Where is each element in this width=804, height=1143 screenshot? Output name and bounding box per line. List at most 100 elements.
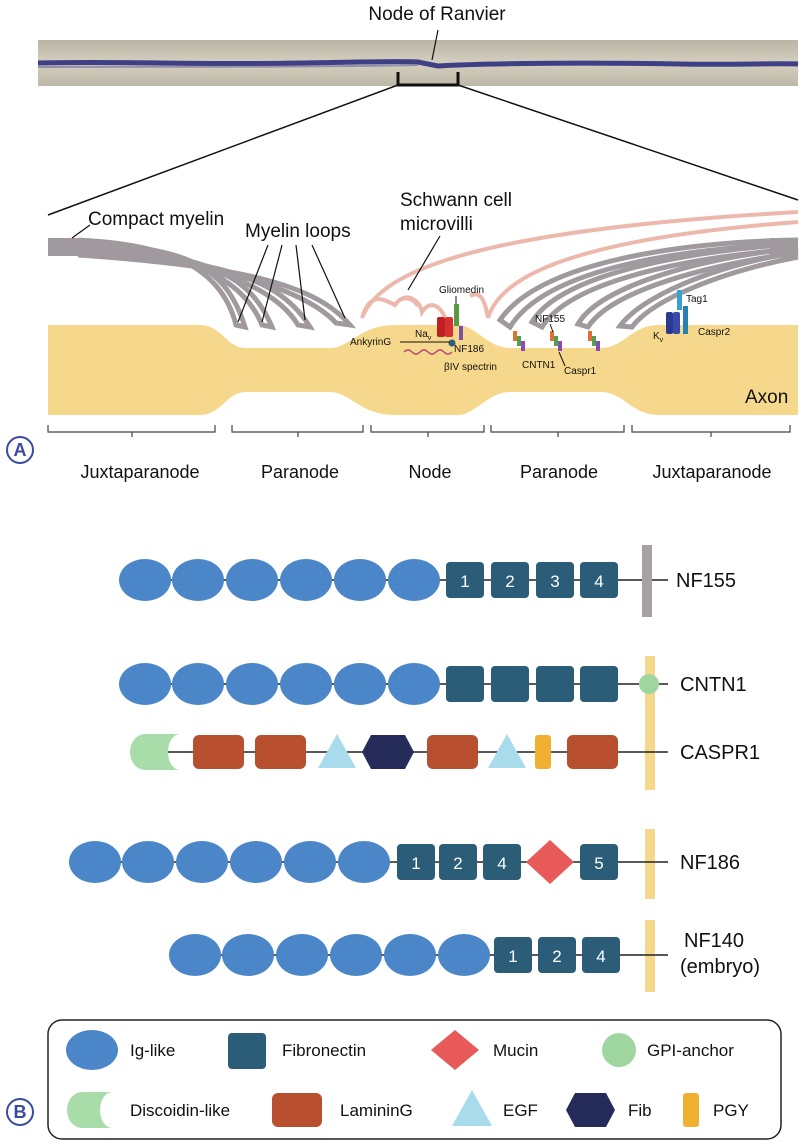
ig-like-icon xyxy=(66,1030,118,1070)
legend-label: GPI-anchor xyxy=(647,1041,734,1060)
svg-text:4: 4 xyxy=(497,854,506,873)
region-label: Juxtaparanode xyxy=(80,462,199,482)
biv-spectrin-label: βIV spectrin xyxy=(444,362,497,373)
fibronectin-domain xyxy=(536,666,574,702)
ig-like-domain xyxy=(176,841,228,883)
region-label: Paranode xyxy=(261,462,339,482)
laminin-g-domain xyxy=(427,735,478,769)
axon-label: Axon xyxy=(745,387,788,408)
gpi-anchor-icon xyxy=(602,1033,636,1067)
protein-label-nf186: NF186 xyxy=(680,852,740,874)
ig-like-domain xyxy=(119,559,171,601)
caspr1-domain-map xyxy=(130,734,668,770)
protein-label-cntn1: CNTN1 xyxy=(680,674,747,696)
pgy-domain xyxy=(535,735,551,769)
nf186-shape xyxy=(459,326,463,340)
ig-like-domain xyxy=(122,841,174,883)
svg-text:3: 3 xyxy=(550,572,559,591)
membrane-strip xyxy=(645,829,655,899)
egf-icon xyxy=(452,1090,492,1126)
cntn1-domain-map xyxy=(119,663,668,705)
schwann-microvilli xyxy=(360,210,799,319)
membrane-strip xyxy=(645,920,655,992)
caspr2-label: Caspr2 xyxy=(698,327,731,338)
zoom-line-right xyxy=(457,84,799,201)
fib-icon xyxy=(566,1093,615,1127)
legend-label: Ig-like xyxy=(130,1041,175,1060)
node-pointer xyxy=(431,29,439,61)
compact-myelin-label: Compact myelin xyxy=(88,209,224,230)
fibronectin-domain xyxy=(446,562,484,598)
fibronectin-domain xyxy=(536,562,574,598)
fibronectin-domain xyxy=(582,937,620,973)
pgy-icon xyxy=(683,1093,699,1127)
panel-b: 1 2 3 4 NF155 CNTN1 xyxy=(6,545,782,1140)
ig-like-domain xyxy=(388,559,440,601)
legend-label: Fibronectin xyxy=(282,1041,366,1060)
legend-label: Mucin xyxy=(493,1041,538,1060)
ig-like-domain xyxy=(334,663,386,705)
svg-text:2: 2 xyxy=(552,947,561,966)
panel-a: Node of Ranvier Axon Compact myelin Myel… xyxy=(6,4,799,482)
fibronectin-domain xyxy=(439,844,477,880)
ig-like-domain xyxy=(172,663,224,705)
svg-text:1: 1 xyxy=(460,572,469,591)
nav-label: Nav xyxy=(415,329,432,342)
nf155-anchor xyxy=(642,545,652,617)
fibronectin-domain xyxy=(483,844,521,880)
egf-domain xyxy=(488,734,526,768)
svg-text:4: 4 xyxy=(594,572,603,591)
ig-like-domain xyxy=(338,841,390,883)
compact-myelin-pointer xyxy=(71,224,91,239)
fibronectin-domain xyxy=(580,562,618,598)
laminin-g-icon xyxy=(272,1093,322,1127)
schwann-label-2: microvilli xyxy=(400,214,473,235)
svg-text:4: 4 xyxy=(596,947,605,966)
fibronectin-domain xyxy=(494,937,532,973)
ig-like-domain xyxy=(172,559,224,601)
ig-like-domain xyxy=(69,841,121,883)
myelin-loops-label: Myelin loops xyxy=(245,221,351,242)
protein-label-caspr1: CASPR1 xyxy=(680,742,760,764)
legend: Ig-like Fibronectin Mucin GPI-anchor Dis… xyxy=(47,1019,782,1140)
ig-like-domain xyxy=(438,934,490,976)
panel-a-badge-letter: A xyxy=(14,440,27,460)
right-myelin xyxy=(496,237,799,331)
protein-label-nf155: NF155 xyxy=(676,570,736,592)
fibronectin-domain xyxy=(580,666,618,702)
zoom-bracket xyxy=(396,72,460,87)
fib-domain xyxy=(362,735,414,769)
panel-a-badge xyxy=(6,436,34,464)
mucin-domain xyxy=(526,840,574,884)
protein-label-nf140: NF140 xyxy=(684,930,744,952)
protein-label-nf140-note: (embryo) xyxy=(680,956,760,978)
legend-label: Fib xyxy=(628,1101,652,1120)
ig-like-domain xyxy=(384,934,436,976)
ig-like-domain xyxy=(222,934,274,976)
gliomedin-shape xyxy=(454,304,459,326)
zoom-line-left xyxy=(47,84,399,216)
nf186-domain-map: 1 2 4 5 xyxy=(69,840,668,884)
ig-like-domain xyxy=(276,934,328,976)
schwann-label-1: Schwann cell xyxy=(400,190,512,211)
nf155-label: NF155 xyxy=(535,314,565,325)
node-of-ranvier-label: Node of Ranvier xyxy=(368,4,506,25)
ig-like-domain xyxy=(280,559,332,601)
region-labels: Juxtaparanode Paranode Node Paranode Jux… xyxy=(80,462,771,482)
laminin-g-domain xyxy=(193,735,244,769)
ig-like-domain xyxy=(388,663,440,705)
fibronectin-domain xyxy=(491,562,529,598)
panel-b-badge-letter: B xyxy=(14,1102,27,1122)
legend-label: Discoidin-like xyxy=(130,1101,230,1120)
egf-domain xyxy=(318,734,356,768)
region-label: Node xyxy=(408,462,451,482)
fibronectin-domain xyxy=(538,937,576,973)
svg-text:2: 2 xyxy=(453,854,462,873)
caspr1-label: Caspr1 xyxy=(564,366,597,377)
nf140-domain-map: 1 2 4 xyxy=(169,934,668,976)
fibronectin-domain xyxy=(580,844,618,880)
region-braces xyxy=(47,425,791,437)
fibronectin-domain xyxy=(446,666,484,702)
cntn1-label: CNTN1 xyxy=(522,360,556,371)
